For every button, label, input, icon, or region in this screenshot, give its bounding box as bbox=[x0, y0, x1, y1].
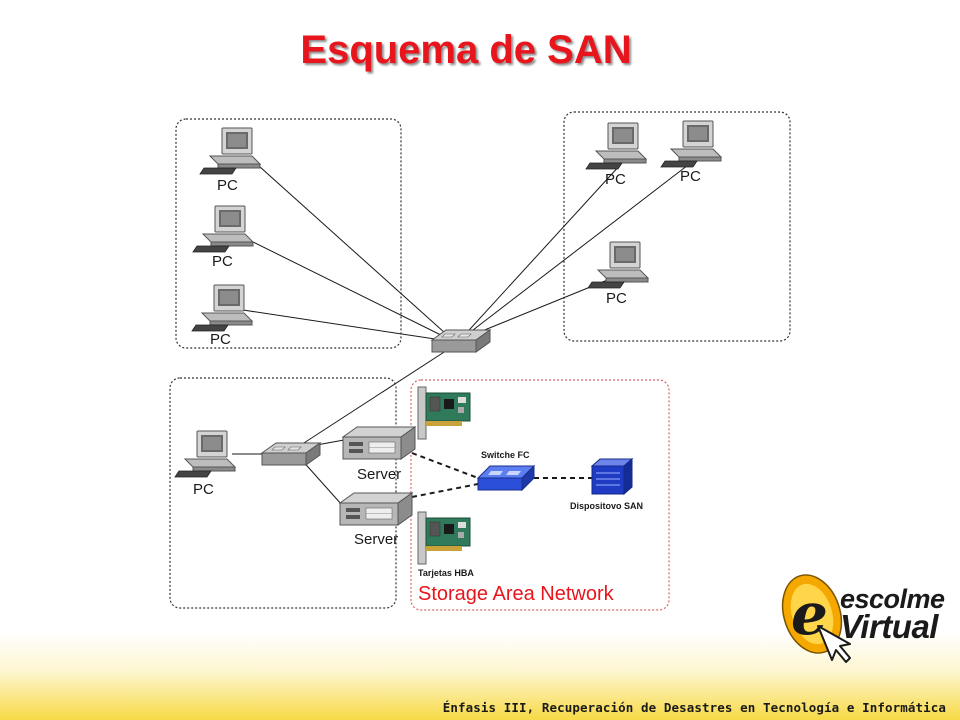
core-hub-icon bbox=[431, 329, 491, 353]
link-pc4-hub bbox=[459, 151, 633, 341]
pc-label: PC bbox=[217, 177, 238, 194]
link-pc3-hub bbox=[242, 309, 456, 343]
pc-icon bbox=[174, 430, 236, 478]
fc-switch-label: Switche FC bbox=[481, 450, 530, 460]
link-pc2-hub bbox=[244, 237, 456, 343]
slide-title: Esquema de SAN bbox=[300, 28, 632, 72]
hba-cards-label: Tarjetas HBA bbox=[418, 568, 474, 578]
pc-icon bbox=[191, 284, 253, 332]
zone-box-left-pcs bbox=[175, 118, 402, 349]
logo-word-escolme: escolme bbox=[840, 584, 945, 614]
link-hub-lanhub bbox=[289, 344, 456, 453]
server-icon bbox=[339, 492, 413, 526]
pc-icon bbox=[585, 122, 647, 170]
server-label: Server bbox=[357, 466, 401, 483]
link-lanhub-server2 bbox=[299, 457, 343, 506]
pc-label: PC bbox=[193, 481, 214, 498]
pc-icon bbox=[587, 241, 649, 289]
hba-card-icon bbox=[417, 511, 471, 565]
logo-emblem-icon: e bbox=[781, 574, 851, 663]
fc-switch-icon bbox=[476, 464, 536, 492]
zone-box-servers bbox=[169, 377, 397, 609]
pc-label: PC bbox=[212, 253, 233, 270]
fc-link-server1-switch bbox=[411, 452, 479, 479]
lan-hub-icon bbox=[261, 442, 321, 466]
pc-icon bbox=[192, 205, 254, 253]
san-zone-label: Storage Area Network bbox=[418, 583, 615, 605]
pc-label: PC bbox=[605, 171, 626, 188]
pc-label: PC bbox=[606, 290, 627, 307]
escolme-virtual-logo: e escolme Virtual bbox=[774, 566, 960, 670]
footer-caption: Énfasis III, Recuperación de Desastres e… bbox=[442, 700, 946, 715]
link-pc1-hub bbox=[249, 157, 456, 343]
pc-icon bbox=[199, 127, 261, 175]
san-device-label: Dispositovo SAN bbox=[570, 501, 643, 511]
hba-card-icon bbox=[417, 386, 471, 440]
server-label: Server bbox=[354, 531, 398, 548]
pc-icon bbox=[660, 120, 722, 168]
fc-links bbox=[411, 452, 592, 498]
server-icon bbox=[342, 426, 416, 460]
footer-band bbox=[0, 632, 960, 720]
san-device-icon bbox=[590, 457, 634, 496]
zone-box-right-pcs bbox=[563, 111, 791, 342]
link-pc5-hub bbox=[459, 151, 706, 341]
logo-word-virtual: Virtual bbox=[840, 608, 938, 645]
fc-link-server2-switch bbox=[411, 483, 479, 498]
pc-label: PC bbox=[680, 168, 701, 185]
pc-label: PC bbox=[210, 331, 231, 348]
